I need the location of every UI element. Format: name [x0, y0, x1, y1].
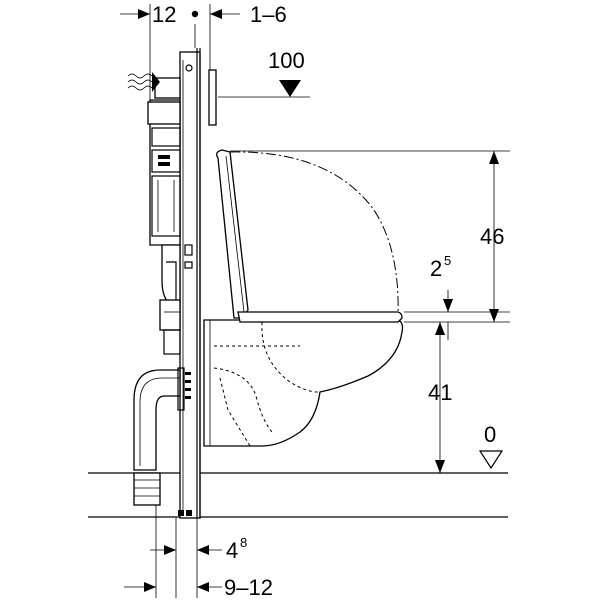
- dim-top-right-label: 1–6: [250, 2, 287, 27]
- installation-frame: [178, 51, 201, 519]
- dim-46-label: 46: [480, 224, 504, 249]
- dim-25-label: 2: [430, 256, 442, 281]
- arrow-48-right: [197, 545, 209, 555]
- arrow-down-100: [279, 80, 301, 97]
- flush-plate: [208, 69, 217, 126]
- drain-bend: [133, 367, 191, 506]
- arrow-top-left: [138, 9, 150, 19]
- dim-41-label: 41: [428, 380, 452, 405]
- arrow-41-up: [435, 322, 445, 335]
- lid-swing-arc: [229, 151, 399, 317]
- concealed-cistern: [127, 72, 181, 246]
- dim-48-sup: 8: [240, 535, 247, 550]
- flush-pipe: [159, 244, 181, 355]
- arrow-25-down: [443, 299, 453, 312]
- arrow-41-down: [435, 460, 445, 473]
- dim-912-label: 9–12: [224, 575, 273, 600]
- arrow-912-left: [144, 582, 156, 592]
- dim-25-sup: 5: [444, 253, 451, 268]
- axis-center-mark: [191, 10, 199, 18]
- arrow-top-right: [210, 9, 222, 19]
- toilet-lid-raised: [216, 149, 249, 319]
- floor-datum-triangle: [478, 450, 504, 470]
- arrow-46-down: [489, 309, 499, 322]
- arrow-912-right: [197, 582, 209, 592]
- dim-top-left-label: 12: [152, 2, 176, 27]
- arrow-48-left: [164, 545, 176, 555]
- arrow-46-up: [489, 151, 499, 164]
- wall-hung-bowl: [203, 311, 404, 447]
- dim-0-label: 0: [484, 422, 496, 447]
- dim-48-label: 4: [226, 538, 238, 563]
- dim-100-label: 100: [268, 48, 305, 73]
